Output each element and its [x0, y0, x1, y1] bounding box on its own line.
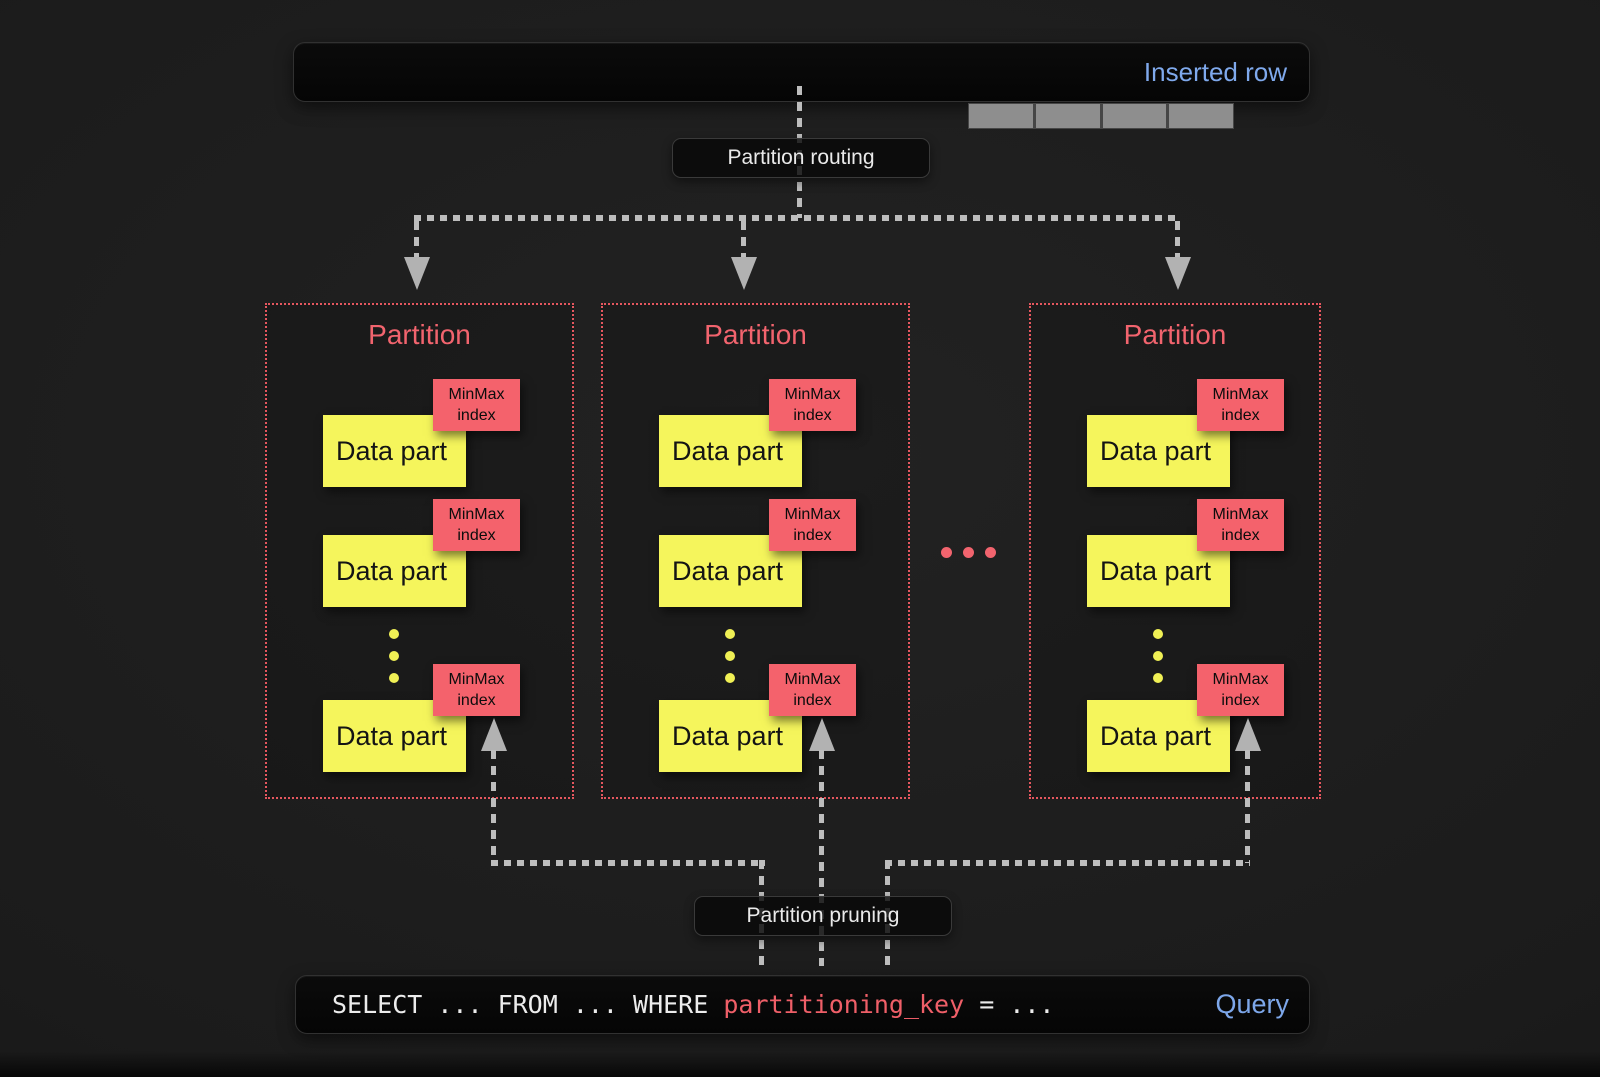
minmax-index-tag: MinMax index — [769, 499, 856, 551]
minmax-line2: index — [457, 527, 496, 544]
minmax-line2: index — [793, 527, 832, 544]
down-arrow-icon — [731, 257, 757, 290]
minmax-index-tag: MinMax index — [433, 664, 520, 716]
partition-title: Partition — [704, 319, 807, 350]
row-segment — [1035, 104, 1100, 128]
partition-pruning-label-text: Partition pruning — [746, 904, 900, 927]
more-parts-dot — [725, 651, 735, 661]
partition-box-3: Partition MinMax index Data part MinMax … — [1029, 303, 1321, 799]
up-arrow-icon — [1235, 718, 1261, 751]
query-text: SELECT ... FROM ... WHERE partitioning_k… — [332, 976, 1054, 1033]
down-arrow-icon — [1165, 257, 1191, 290]
inserted-row-segments — [968, 103, 1234, 129]
query-suffix: = ... — [964, 990, 1055, 1019]
more-parts-dot — [1153, 673, 1163, 683]
partition-pruning-label: Partition pruning — [694, 896, 952, 936]
partition-routing-label-text: Partition routing — [727, 146, 875, 169]
query-label: Query — [1215, 989, 1289, 1019]
minmax-line2: index — [457, 407, 496, 424]
minmax-line1: MinMax — [784, 506, 841, 523]
data-part: Data part — [1087, 415, 1230, 487]
minmax-index-tag: MinMax index — [433, 499, 520, 551]
more-parts-dot — [725, 673, 735, 683]
fanout-drop-middle — [741, 221, 746, 259]
more-parts-dot — [389, 673, 399, 683]
prune-line-p1 — [491, 750, 496, 863]
partition-title: Partition — [1123, 319, 1227, 350]
partitions-ellipsis-dot — [941, 547, 952, 558]
minmax-index-tag: MinMax index — [1197, 664, 1284, 716]
minmax-line2: index — [793, 407, 832, 424]
query-box: SELECT ... FROM ... WHERE partitioning_k… — [295, 975, 1310, 1034]
minmax-line1: MinMax — [784, 671, 841, 688]
more-parts-dot — [725, 629, 735, 639]
minmax-index-tag: MinMax index — [1197, 499, 1284, 551]
partition-box-1: Partition MinMax index Data part MinMax … — [265, 303, 574, 799]
up-arrow-icon — [809, 718, 835, 751]
minmax-line2: index — [457, 692, 496, 709]
minmax-line1: MinMax — [784, 386, 841, 403]
more-parts-dot — [389, 651, 399, 661]
partition-title: Partition — [368, 319, 471, 350]
query-partitioning-key: partitioning_key — [723, 990, 965, 1019]
minmax-line1: MinMax — [448, 506, 505, 523]
minmax-line1: MinMax — [448, 386, 505, 403]
minmax-index-tag: MinMax index — [769, 664, 856, 716]
prune-connector-left — [491, 860, 765, 866]
partition-box-2: Partition MinMax index Data part MinMax … — [601, 303, 910, 799]
bottom-fade — [0, 1051, 1600, 1077]
minmax-index-tag: MinMax index — [1197, 379, 1284, 431]
minmax-line1: MinMax — [1212, 671, 1269, 688]
fanout-drop-right — [1175, 221, 1180, 259]
inserted-row-box: Inserted row — [293, 42, 1310, 129]
more-parts-dot — [1153, 629, 1163, 639]
minmax-index-tag: MinMax index — [769, 379, 856, 431]
fanout-line — [414, 215, 1181, 221]
partitions-ellipsis-dot — [985, 547, 996, 558]
prune-line-p2 — [819, 750, 824, 966]
data-part: Data part — [659, 415, 802, 487]
minmax-line2: index — [1221, 407, 1260, 424]
more-parts-dot — [389, 629, 399, 639]
partition-routing-label: Partition routing — [672, 138, 930, 178]
minmax-index-tag: MinMax index — [433, 379, 520, 431]
fanout-drop-left — [414, 221, 419, 259]
minmax-line1: MinMax — [1212, 386, 1269, 403]
partitions-ellipsis-dot — [963, 547, 974, 558]
row-segment — [1169, 104, 1233, 128]
inserted-row-label: Inserted row — [1143, 56, 1287, 87]
query-prefix: SELECT ... FROM ... WHERE — [332, 990, 724, 1019]
more-parts-dot — [1153, 651, 1163, 661]
minmax-line2: index — [1221, 527, 1260, 544]
up-arrow-icon — [481, 718, 507, 751]
data-part: Data part — [659, 535, 802, 607]
minmax-line2: index — [793, 692, 832, 709]
minmax-line2: index — [1221, 692, 1260, 709]
minmax-line1: MinMax — [1212, 506, 1269, 523]
prune-line-p3 — [1245, 750, 1250, 863]
down-arrow-icon — [404, 257, 430, 290]
minmax-line1: MinMax — [448, 671, 505, 688]
prune-connector-right — [885, 860, 1250, 866]
data-part: Data part — [1087, 700, 1230, 772]
row-segment — [969, 104, 1033, 128]
row-segment — [1102, 104, 1167, 128]
